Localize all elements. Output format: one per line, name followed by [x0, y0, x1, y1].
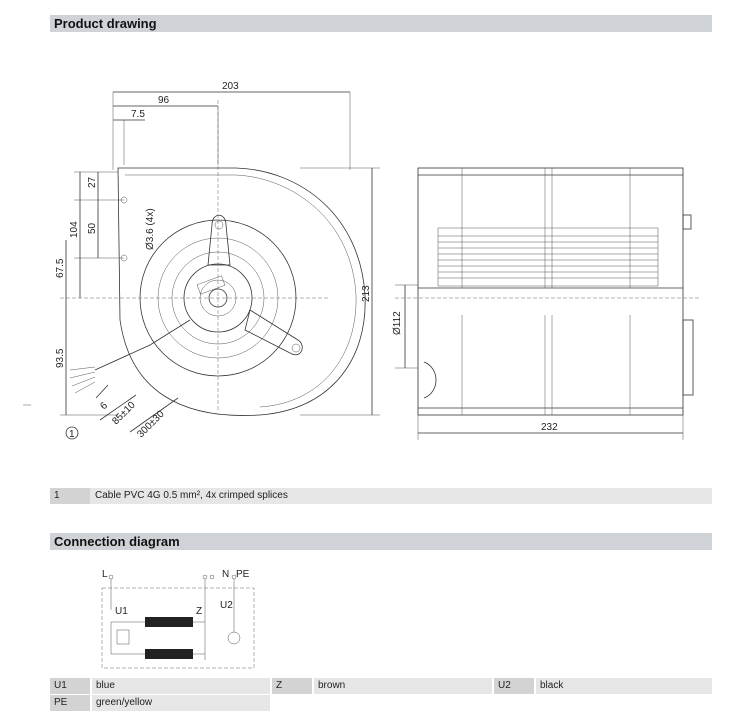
side-bracket-top: [682, 214, 692, 230]
dim-6: 6: [98, 400, 110, 412]
legend-value-Z: brown: [314, 678, 492, 694]
wiring-box: [101, 587, 255, 669]
dim-93-5: 93.5: [55, 348, 66, 368]
callout-1-label: 1: [69, 429, 75, 440]
legend-key-U1: U1: [50, 678, 90, 694]
label-U2: U2: [220, 600, 233, 611]
note-row: 1 Cable PVC 4G 0.5 mm², 4x crimped splic…: [50, 488, 712, 504]
wiring-diagram: L N PE U1 Z U2: [101, 569, 255, 669]
impeller-blades: [438, 235, 658, 279]
product-drawing-header: Product drawing: [50, 15, 712, 32]
legend-key-U2: U2: [494, 678, 534, 694]
capacitor: [116, 629, 130, 645]
dim-104: 104: [69, 221, 80, 238]
dim-203: 203: [222, 81, 239, 92]
callout-1: [65, 426, 79, 440]
top-bracket: [207, 214, 231, 266]
dim-67-5: 67.5: [55, 258, 66, 278]
housing-outline: [117, 167, 366, 416]
connection-diagram-header: Connection diagram: [50, 533, 712, 550]
inlet: [423, 361, 437, 399]
dim-hole: Ø3.6 (4x): [145, 208, 156, 250]
right-bracket: [244, 309, 303, 356]
label-U1: U1: [115, 606, 128, 617]
housing-inner-edge: [125, 174, 357, 408]
label-plate: [196, 275, 226, 295]
side-housing: [417, 167, 684, 416]
note-number: 1: [50, 488, 90, 504]
dim-27: 27: [87, 176, 98, 188]
dim-112: Ø112: [392, 311, 403, 335]
legend-value-U1: blue: [92, 678, 270, 694]
cable-wires: [69, 366, 96, 394]
terminal-L: L: [102, 569, 108, 580]
dim-96: 96: [158, 95, 170, 106]
legend-value-PE: green/yellow: [92, 695, 270, 711]
legend-value-U2: black: [536, 678, 712, 694]
dim-7-5: 7.5: [131, 109, 145, 120]
bracket-hole: [214, 220, 224, 230]
impeller-side: [437, 227, 659, 287]
front-view: 203 96 7.5 27 50 104 67.5 93.5 Ø3.6 (4x)…: [23, 81, 380, 440]
legend-key-PE: PE: [50, 695, 90, 711]
dim-213: 213: [361, 285, 372, 302]
side-view: Ø112 232: [392, 167, 700, 440]
terminal-N: N: [222, 569, 229, 580]
ground-symbol: [227, 631, 241, 645]
dim-232: 232: [541, 422, 558, 433]
terminal-PE: PE: [236, 569, 250, 580]
winding-1: [145, 617, 193, 627]
note-text: Cable PVC 4G 0.5 mm², 4x crimped splices: [95, 490, 288, 501]
side-bracket-cable: [682, 319, 694, 396]
cable: [94, 319, 191, 371]
winding-2: [145, 649, 193, 659]
right-bracket-hole: [291, 343, 301, 353]
legend-key-Z: Z: [272, 678, 312, 694]
label-Z: Z: [196, 606, 202, 617]
dim-50: 50: [87, 222, 98, 234]
dim-300: 300±30: [135, 408, 167, 440]
